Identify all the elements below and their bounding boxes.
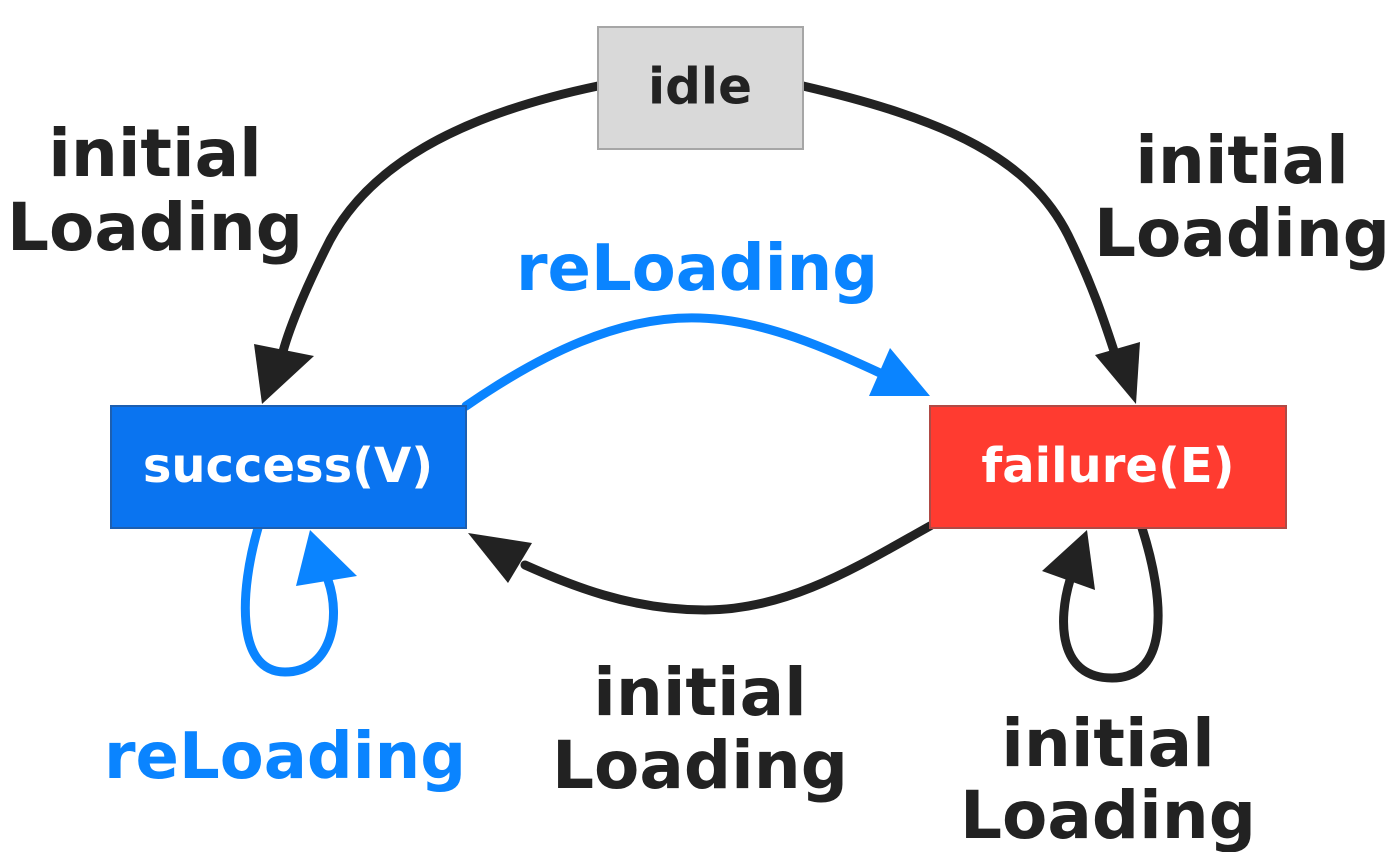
state-failure-box [929,405,1287,529]
arrowhead-idle-to-failure [1095,342,1140,404]
state-idle-box [597,26,804,150]
state-success: success(V) [110,405,467,529]
arrowhead-failure-to-success [468,533,532,583]
label-idle-to-success-line2: Loading [7,189,303,266]
label-idle-to-failure-line1: initial [1135,122,1349,199]
edge-success-to-failure [461,313,885,411]
state-failure-label: failure(E) [981,438,1234,494]
arrowhead-idle-to-success [254,344,314,404]
arrowhead-success-self [296,530,357,586]
label-failure-self-line2: Loading [960,777,1256,852]
label-success-to-failure: reLoading [516,232,878,306]
edge-failure-self [1059,523,1163,683]
label-idle-to-success: initial Loading [7,115,303,266]
arrowhead-success-to-failure [869,348,930,396]
state-failure: failure(E) [929,405,1287,529]
edge-success-self [240,523,339,677]
label-failure-to-success: initial Loading [552,654,848,804]
arrowhead-failure-self [1042,530,1095,590]
label-idle-to-success-line1: initial [48,115,262,192]
label-idle-to-failure-line2: Loading [1094,195,1390,272]
label-failure-to-success-line1: initial [593,654,807,731]
label-failure-self: initial Loading [960,705,1256,852]
state-success-box [110,405,467,529]
edge-failure-to-success [520,521,935,615]
edge-idle-to-failure [798,81,1122,365]
edge-idle-to-success [276,81,603,365]
label-failure-self-line1: initial [1001,705,1215,782]
label-failure-to-success-line2: Loading [552,727,848,804]
label-idle-to-failure: initial Loading [1094,122,1390,272]
state-success-label: success(V) [143,438,433,494]
state-idle-label: idle [648,58,752,116]
state-idle: idle [597,26,804,150]
label-success-self: reLoading [104,720,466,794]
